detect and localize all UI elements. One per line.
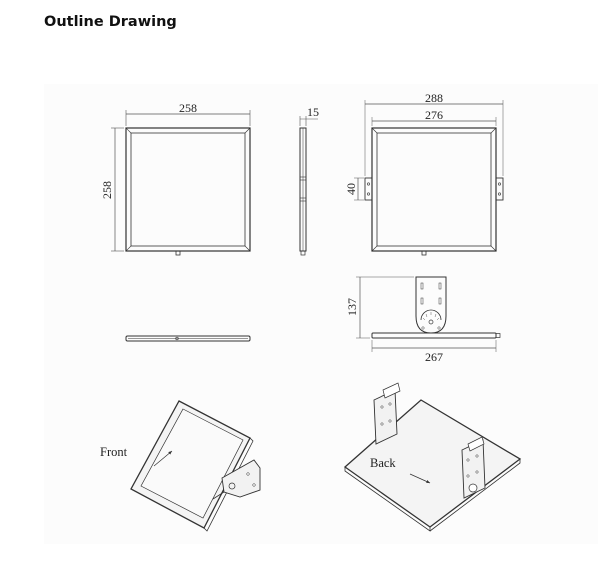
front-height-dim: 258 bbox=[100, 181, 114, 199]
top-height-dim: 137 bbox=[345, 298, 359, 316]
iso-front-view bbox=[130, 400, 261, 532]
section-title: Outline Drawing bbox=[44, 14, 177, 30]
back-label: Back bbox=[370, 456, 396, 470]
side-view bbox=[299, 116, 318, 256]
top-width-dim: 267 bbox=[425, 350, 443, 364]
side-thickness-dim: 15 bbox=[307, 105, 319, 119]
front-width-dim: 258 bbox=[179, 101, 197, 115]
overall-width-dim: 288 bbox=[425, 91, 443, 105]
top-view-edge bbox=[125, 335, 251, 342]
front-label: Front bbox=[100, 445, 128, 459]
bracket-view bbox=[354, 100, 504, 256]
top-view-bracket bbox=[356, 276, 501, 352]
front-view bbox=[111, 110, 251, 256]
connector-nub bbox=[175, 250, 181, 256]
right-bracket bbox=[495, 177, 504, 201]
panel-width-dim: 276 bbox=[425, 108, 443, 122]
iso-back-view bbox=[343, 382, 522, 532]
left-bracket bbox=[364, 177, 373, 201]
bracket-height-dim: 40 bbox=[344, 183, 358, 195]
